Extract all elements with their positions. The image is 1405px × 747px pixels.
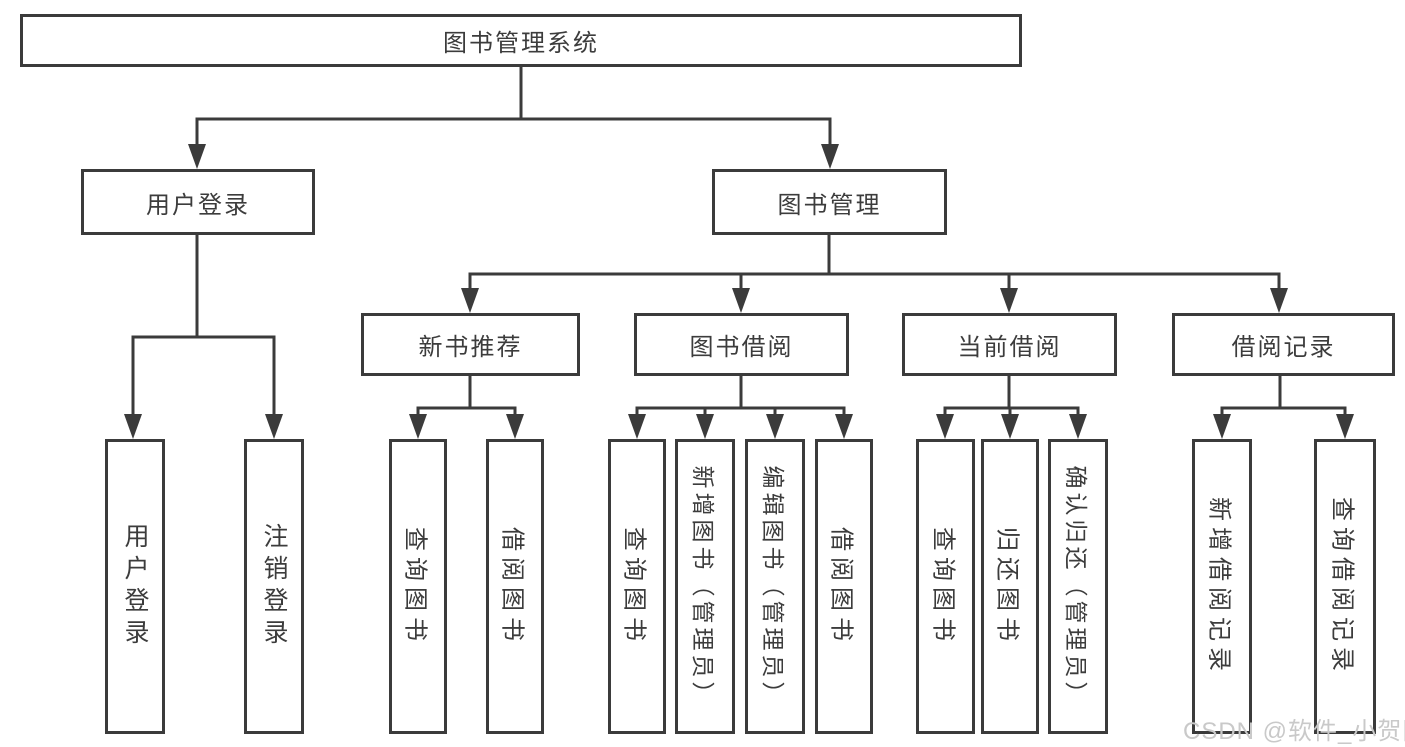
leaf-query-books-borrow: 查询图书 (608, 439, 666, 734)
node-label: 图书管理系统 (443, 30, 599, 57)
leaf-add-books-admin: 新增图书（管理员） (675, 439, 735, 734)
node-book-management: 图书管理 (712, 169, 947, 235)
leaf-query-books-current: 查询图书 (916, 439, 975, 734)
node-label: 查询图书 (620, 526, 648, 647)
node-label: 编辑图书（管理员） (760, 465, 786, 708)
node-label: 图书借阅 (689, 334, 794, 361)
leaf-return-books: 归还图书 (981, 439, 1039, 734)
node-label: 借阅图书 (498, 526, 526, 647)
node-label: 新增图书（管理员） (690, 465, 716, 708)
leaf-edit-books-admin: 编辑图书（管理员） (745, 439, 805, 734)
node-library-system: 图书管理系统 (20, 14, 1022, 67)
leaf-query-borrow-record: 查询借阅记录 (1314, 439, 1376, 734)
node-label: 用户登录 (121, 522, 149, 651)
node-label: 借阅记录 (1231, 334, 1336, 361)
node-label: 注销登录 (260, 522, 288, 651)
leaf-add-borrow-record: 新增借阅记录 (1192, 439, 1252, 734)
node-label: 当前借阅 (957, 334, 1062, 361)
leaf-logout: 注销登录 (244, 439, 304, 734)
node-label: 查询借阅记录 (1328, 496, 1356, 677)
leaf-borrow-books-recommend: 借阅图书 (486, 439, 544, 734)
leaf-confirm-return-admin: 确认归还（管理员） (1048, 439, 1108, 734)
node-borrowing-records: 借阅记录 (1172, 313, 1395, 376)
node-label: 图书管理 (777, 191, 882, 219)
node-new-book-recommendation: 新书推荐 (361, 313, 580, 376)
node-label: 查询图书 (401, 526, 429, 647)
leaf-borrow-books: 借阅图书 (815, 439, 873, 734)
node-label: 归还图书 (993, 526, 1021, 647)
node-label: 新书推荐 (418, 334, 523, 361)
node-label: 确认归还（管理员） (1063, 465, 1089, 708)
node-current-borrowing: 当前借阅 (902, 313, 1117, 376)
node-book-borrowing: 图书借阅 (634, 313, 849, 376)
leaf-query-books-recommend: 查询图书 (389, 439, 447, 734)
node-label: 新增借阅记录 (1205, 496, 1233, 677)
node-user-login: 用户登录 (81, 169, 315, 235)
node-label: 用户登录 (146, 191, 250, 219)
node-label: 借阅图书 (827, 526, 855, 647)
watermark: CSDN @软件_小贺同学 (1183, 718, 1405, 745)
node-label: 查询图书 (929, 526, 956, 647)
leaf-user-login: 用户登录 (105, 439, 165, 734)
